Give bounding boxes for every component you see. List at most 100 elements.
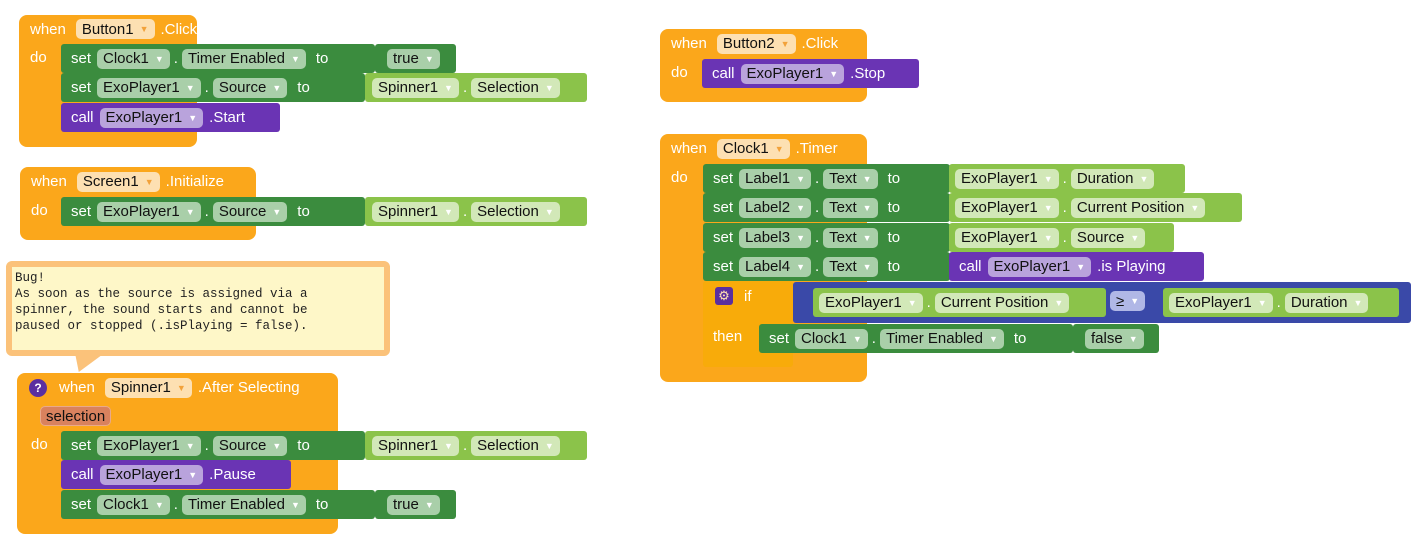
set-block[interactable]: set ExoPlayer1▼ . Source▼ to [61,431,365,460]
component-dropdown[interactable]: Clock1▼ [97,48,170,69]
component-dropdown[interactable]: ExoPlayer1▼ [955,197,1059,218]
set-block[interactable]: set ExoPlayer1▼ . Source▼ to [61,73,365,102]
boolean-block[interactable]: false▼ [1073,324,1159,353]
set-block[interactable]: set Label1▼ . Text▼ to [703,164,950,193]
to-keyword: to [887,229,901,246]
boolean-dropdown[interactable]: false▼ [1085,328,1144,349]
component-dropdown[interactable]: ExoPlayer1▼ [99,107,204,128]
set-block[interactable]: set Label2▼ . Text▼ to [703,193,950,222]
chevron-down-icon: ▼ [424,499,434,510]
component-dropdown[interactable]: Button2▼ [716,33,796,54]
comment-bubble[interactable]: Bug! As soon as the source is assigned v… [6,261,390,356]
chevron-down-icon: ▼ [272,206,282,217]
getter-block[interactable]: ExoPlayer1▼ . Duration▼ [1163,288,1399,317]
component-dropdown[interactable]: Label3▼ [739,227,811,248]
dropdown-value: Button2 [722,35,775,52]
component-dropdown[interactable]: Spinner1▼ [372,201,459,222]
component-dropdown[interactable]: Spinner1▼ [372,77,459,98]
set-block[interactable]: set Clock1▼ . Timer Enabled▼ to [61,44,375,73]
component-dropdown[interactable]: ExoPlayer1▼ [97,201,201,222]
getter-block[interactable]: Spinner1▼ . Selection▼ [365,197,587,226]
property-dropdown[interactable]: Timer Enabled▼ [181,48,306,69]
component-dropdown[interactable]: ExoPlayer1▼ [97,435,201,456]
chevron-down-icon: ▼ [188,112,198,123]
set-block[interactable]: set Label4▼ . Text▼ to [703,252,950,281]
component-dropdown[interactable]: Label2▼ [739,197,811,218]
call-block[interactable]: call ExoPlayer1▼ .Pause [61,460,291,489]
component-dropdown[interactable]: Clock1▼ [716,138,790,159]
call-block[interactable]: call ExoPlayer1▼ .is Playing [949,252,1204,281]
getter-block[interactable]: ExoPlayer1▼ . Current Position▼ [813,288,1106,317]
dot: . [926,294,931,311]
component-dropdown[interactable]: ExoPlayer1▼ [99,464,204,485]
property-dropdown[interactable]: Text▼ [823,197,878,218]
component-dropdown[interactable]: Screen1▼ [76,171,160,192]
component-dropdown[interactable]: Spinner1▼ [104,377,192,398]
property-dropdown[interactable]: Selection▼ [471,435,560,456]
chevron-down-icon: ▼ [139,24,149,34]
boolean-dropdown[interactable]: true▼ [387,48,440,69]
property-dropdown[interactable]: Source▼ [212,77,288,98]
component-dropdown[interactable]: Clock1▼ [795,328,868,349]
component-dropdown[interactable]: Spinner1▼ [372,435,459,456]
dropdown-value: false [1091,330,1123,347]
boolean-dropdown[interactable]: true▼ [387,494,440,515]
set-block[interactable]: set Clock1▼ . Timer Enabled▼ to [61,490,375,519]
component-dropdown[interactable]: ExoPlayer1▼ [987,256,1092,277]
do-label: do [31,202,48,219]
comment-pointer [64,354,104,372]
property-dropdown[interactable]: Duration▼ [1284,292,1369,313]
property-dropdown[interactable]: Text▼ [823,227,878,248]
dot: . [173,50,178,67]
component-dropdown[interactable]: ExoPlayer1▼ [819,292,923,313]
event-name: .Timer [795,140,838,157]
component-dropdown[interactable]: Clock1▼ [97,494,170,515]
call-block[interactable]: call ExoPlayer1▼ .Start [61,103,280,132]
property-dropdown[interactable]: Timer Enabled▼ [181,494,306,515]
set-keyword: set [71,437,92,454]
chevron-down-icon: ▼ [796,261,805,272]
parameter-selection[interactable]: selection [40,406,112,426]
set-block[interactable]: set Clock1▼ . Timer Enabled▼ to [759,324,1073,353]
property-dropdown[interactable]: Text▼ [823,256,878,277]
property-dropdown[interactable]: Text▼ [823,168,878,189]
set-block[interactable]: set Label3▼ . Text▼ to [703,223,950,252]
dot: . [814,229,820,246]
property-dropdown[interactable]: Current Position▼ [934,292,1070,313]
component-dropdown[interactable]: Label4▼ [739,256,811,277]
operator-dropdown[interactable]: ≥▼ [1110,291,1146,311]
dot: . [1276,294,1281,311]
getter-block[interactable]: ExoPlayer1▼ . Duration▼ [949,164,1185,193]
component-dropdown[interactable]: Label1▼ [739,168,811,189]
property-dropdown[interactable]: Selection▼ [471,201,560,222]
component-dropdown[interactable]: ExoPlayer1▼ [955,227,1059,248]
property-dropdown[interactable]: Source▼ [212,201,288,222]
getter-block[interactable]: ExoPlayer1▼ . Source▼ [949,223,1174,252]
gear-icon[interactable]: ⚙ [715,287,733,305]
component-dropdown[interactable]: Button1▼ [75,19,155,39]
getter-block[interactable]: Spinner1▼ . Selection▼ [365,431,587,460]
property-dropdown[interactable]: Duration▼ [1070,168,1155,189]
dropdown-value: Current Position [940,294,1049,311]
help-icon[interactable]: ? [29,378,47,397]
set-block[interactable]: set ExoPlayer1▼ . Source▼ to [61,197,365,226]
dropdown-value: Duration [1076,170,1134,187]
boolean-block[interactable]: true▼ [375,490,456,519]
component-dropdown[interactable]: ExoPlayer1▼ [1169,292,1273,313]
call-block[interactable]: call ExoPlayer1▼ .Stop [702,59,919,88]
getter-block[interactable]: ExoPlayer1▼ . Current Position▼ [949,193,1242,222]
boolean-block[interactable]: true▼ [375,44,456,73]
component-dropdown[interactable]: ExoPlayer1▼ [740,63,845,84]
property-dropdown[interactable]: Timer Enabled▼ [879,328,1004,349]
component-dropdown[interactable]: ExoPlayer1▼ [97,77,201,98]
do-label: do [30,49,47,66]
when-label: when [671,35,707,52]
property-dropdown[interactable]: Selection▼ [471,77,560,98]
property-dropdown[interactable]: Source▼ [212,435,288,456]
property-dropdown[interactable]: Source▼ [1070,227,1146,248]
chevron-down-icon: ▼ [544,440,554,451]
component-dropdown[interactable]: ExoPlayer1▼ [955,168,1059,189]
chevron-down-icon: ▼ [185,440,195,451]
getter-block[interactable]: Spinner1▼ . Selection▼ [365,73,587,102]
property-dropdown[interactable]: Current Position▼ [1070,197,1206,218]
